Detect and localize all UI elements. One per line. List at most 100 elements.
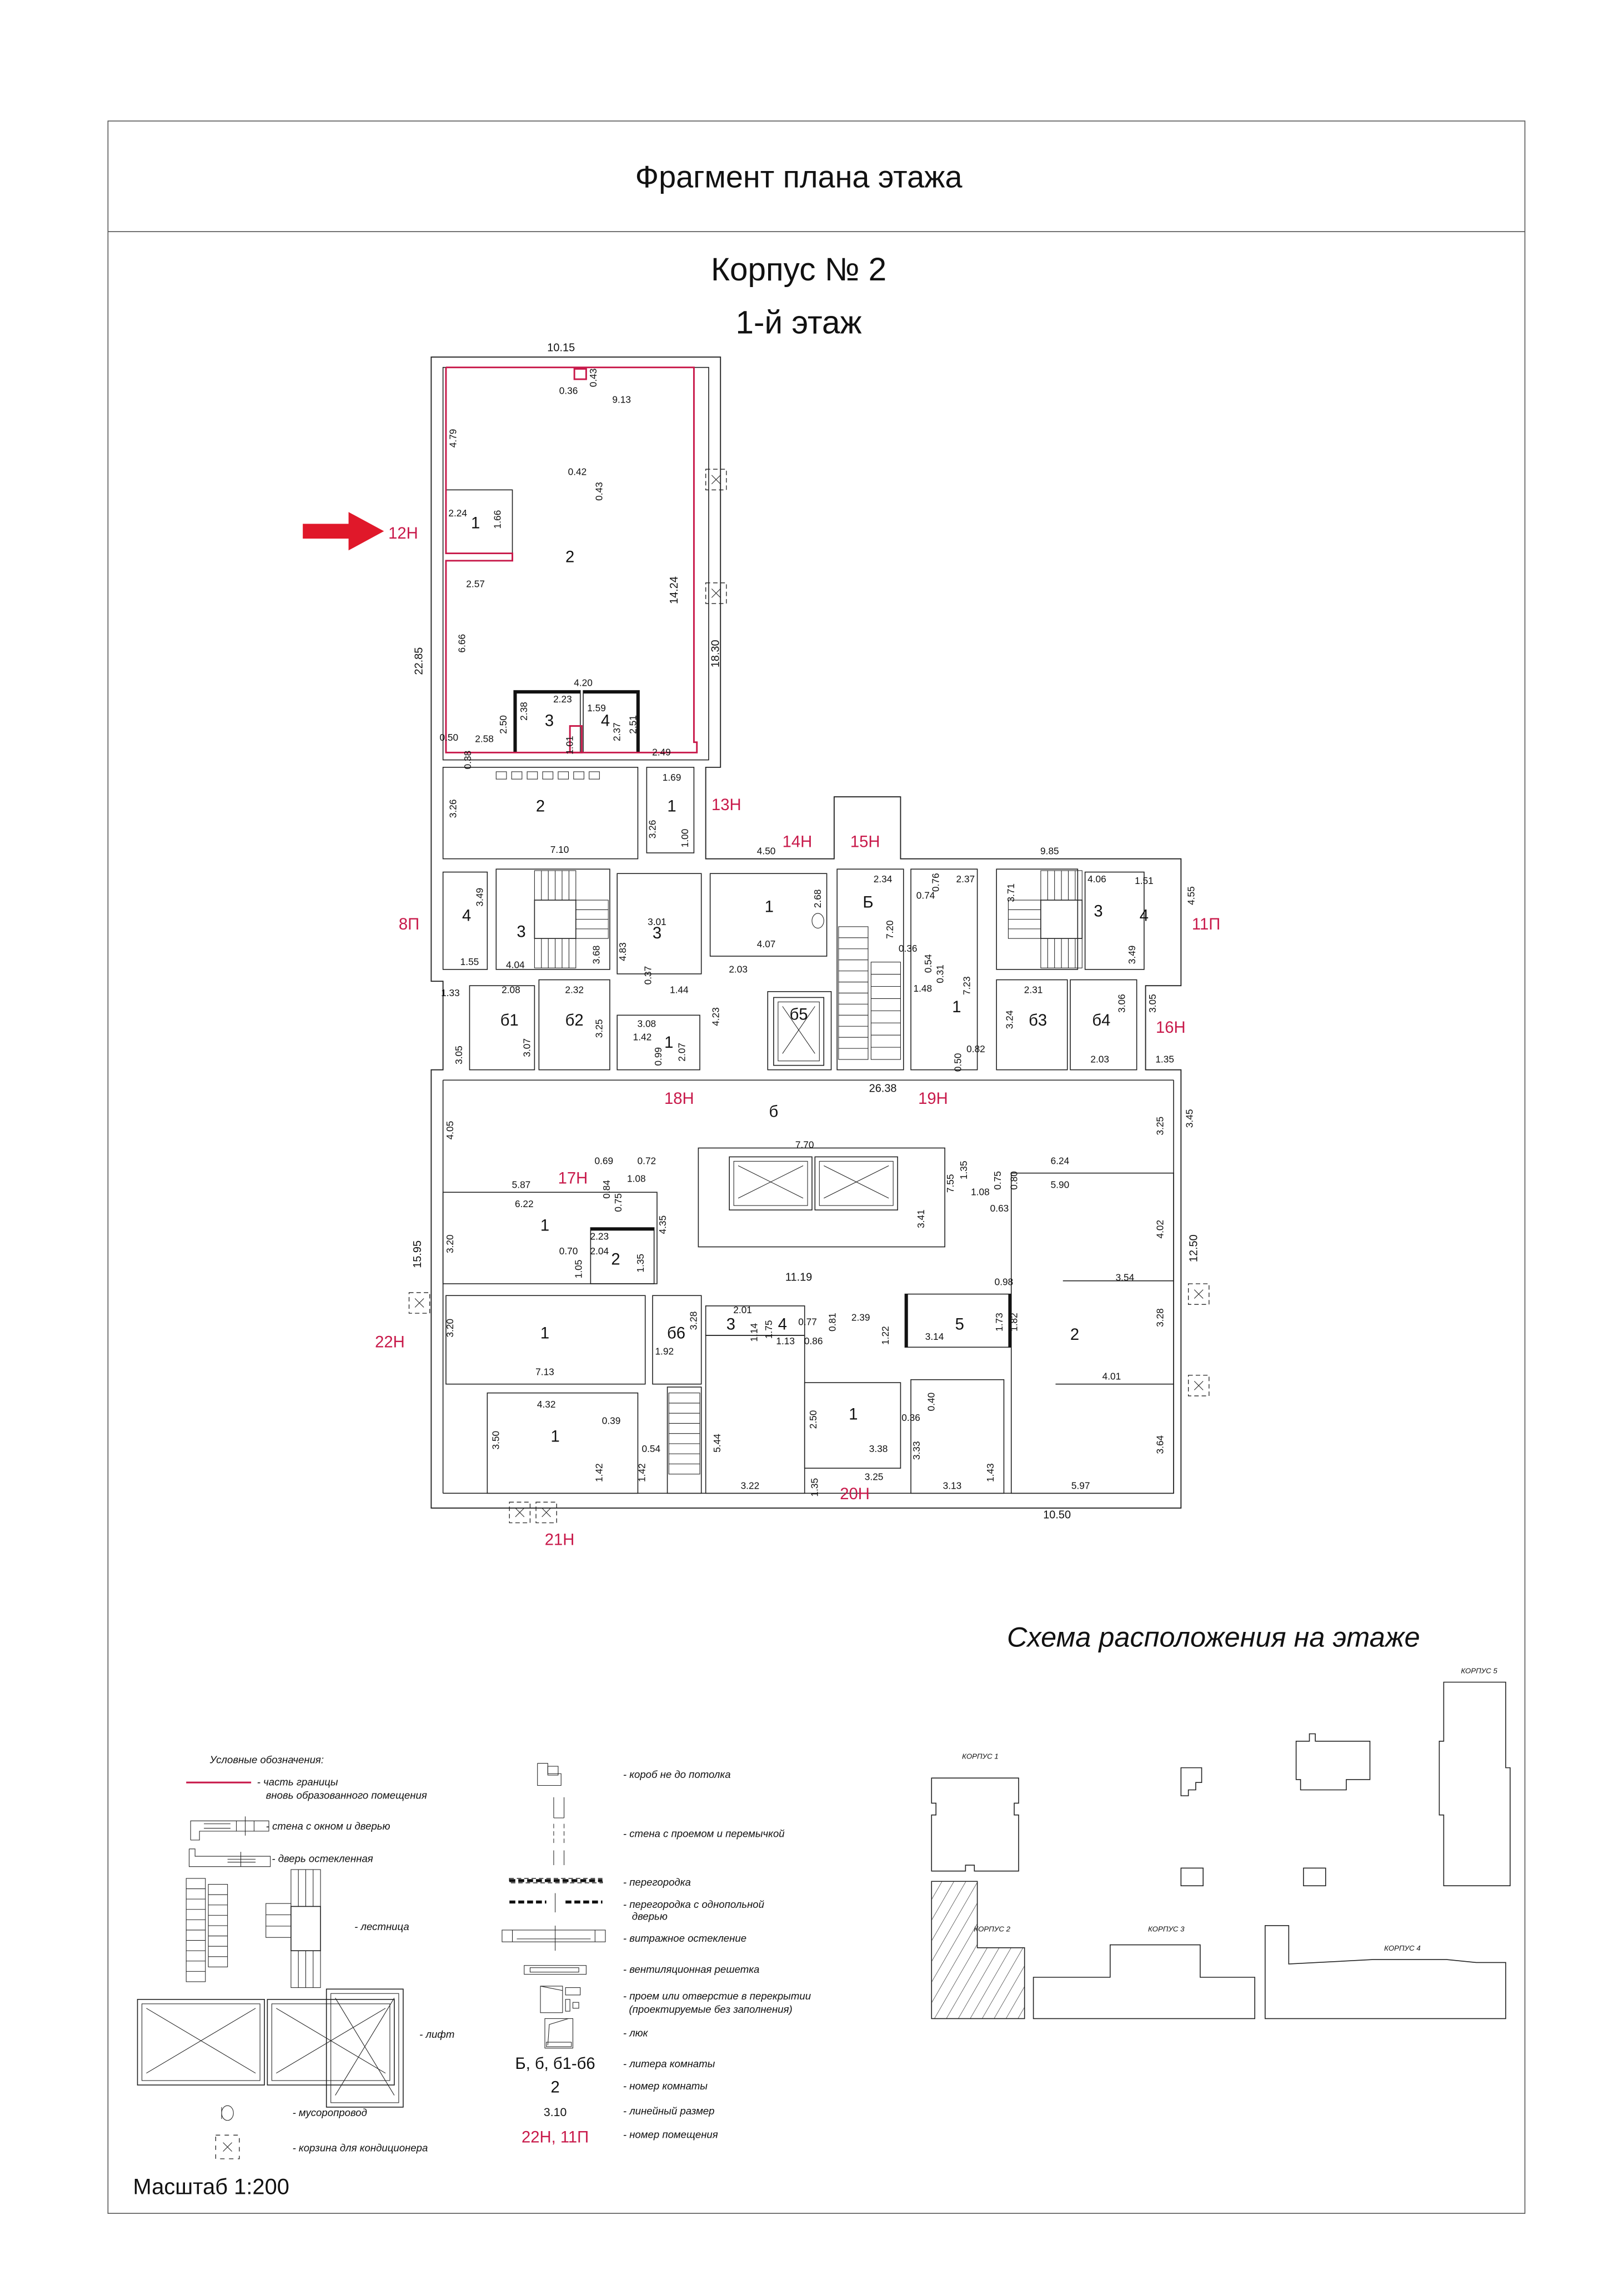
dimension-label: 3.06: [1116, 994, 1127, 1013]
dimension-label: 0.99: [653, 1047, 664, 1066]
lift-icon: [814, 1156, 898, 1210]
dimension-label: 0.77: [798, 1316, 817, 1327]
building-title: Корпус № 2: [711, 252, 886, 288]
dimension-label: 1.66: [492, 510, 503, 529]
room-number: б5: [790, 1006, 808, 1023]
location-schema: Схема расположения на этаже КОРПУС 1 КОР…: [931, 1621, 1511, 2019]
room-number: б1: [500, 1012, 519, 1029]
legend-label: - перегородка: [623, 1876, 691, 1888]
dimension-label: 1.42: [594, 1463, 605, 1482]
dimension-label: 1.75: [763, 1320, 774, 1339]
dimension-label: 2.38: [518, 702, 529, 721]
stair-landing: [1040, 900, 1083, 939]
ac-basket-icon: [1187, 1375, 1210, 1396]
legend-label: - проем или отверстие в перекрытии: [623, 1990, 811, 2002]
room-number: б2: [565, 1012, 584, 1029]
ac-basket-icon: [414, 1298, 424, 1308]
room-number: 4: [1140, 907, 1149, 925]
room-number: 1: [540, 1217, 549, 1234]
dimension-label: 1.82: [1008, 1313, 1019, 1332]
premises-number: 13Н: [711, 796, 741, 814]
ac-basket-icon: [515, 1508, 525, 1518]
dimension-label: 2.01: [733, 1304, 752, 1315]
legend-label: вновь образованного помещения: [266, 1789, 427, 1801]
room-outline: [996, 979, 1068, 1071]
lift-icon: [137, 1999, 265, 2086]
legend-label: - стена с окном и дверью: [266, 1820, 390, 1832]
new-premises-boundary-line: [445, 366, 698, 753]
dimension-label: 0.43: [594, 482, 605, 501]
dimension-label: 0.81: [827, 1313, 838, 1332]
schema-structure: [1180, 1867, 1204, 1887]
sheet-title: Фрагмент плана этажа: [635, 159, 963, 194]
lift-icon: [738, 1165, 804, 1199]
partition: [514, 690, 580, 694]
dimension-label: 1.00: [679, 829, 690, 848]
room-outline: [616, 873, 702, 974]
dimension-label: 3.28: [688, 1312, 699, 1330]
room-number: 1: [667, 798, 676, 816]
room-number: 3: [517, 923, 525, 941]
dimension-label: 0.31: [935, 964, 946, 983]
dimension-label: 2.03: [729, 963, 748, 974]
dimension-label: 0.37: [642, 966, 653, 985]
dimension-label: 9.85: [1040, 846, 1059, 857]
dimension-label: 1.43: [985, 1463, 996, 1482]
room-outline: [910, 1379, 1005, 1494]
ventilation-grille-icon: [589, 771, 600, 780]
dimension-label: 1.13: [776, 1335, 795, 1347]
dimension-label: 0.98: [995, 1277, 1014, 1288]
dimension-label: 5.44: [711, 1434, 723, 1453]
dimension-label: 3.26: [646, 820, 658, 839]
room-number: 2: [565, 548, 574, 566]
dimension-label: 22.85: [413, 647, 425, 675]
legend-label: - литера комнаты: [623, 2058, 715, 2069]
dimension-label: 0.42: [568, 466, 587, 478]
room-number: Б: [863, 893, 873, 911]
dimension-label: 1.92: [655, 1346, 674, 1357]
premises-number: 20Н: [840, 1485, 870, 1503]
dimension-label: 0.36: [901, 1412, 920, 1423]
partition: [590, 1228, 654, 1231]
room-outline: [1070, 979, 1137, 1071]
dimension-label: 1.55: [460, 956, 479, 967]
room-number: 5: [955, 1315, 964, 1333]
dimension-label: 2.50: [808, 1410, 819, 1429]
dimension-label: 2.49: [652, 747, 671, 758]
dimension-label: 0.43: [588, 369, 599, 388]
hatch-symbol: [544, 2018, 574, 2049]
room-outline: [442, 871, 488, 970]
dimension-label: 7.55: [945, 1174, 956, 1193]
dimension-label: 1.73: [994, 1313, 1005, 1332]
room-outline: [442, 767, 639, 860]
room-number: 1: [952, 998, 961, 1016]
dimension-label: 3.07: [521, 1038, 532, 1057]
floor-opening-symbol: [540, 1986, 581, 2013]
dimension-label: 11.19: [785, 1272, 812, 1284]
dimension-label: 0.75: [613, 1193, 624, 1212]
dimension-label: 5.90: [1051, 1179, 1070, 1190]
lift-icon: [778, 1001, 820, 1062]
dimension-label: 4.06: [1087, 873, 1106, 885]
legend: Условные обозначения: - часть границы вн…: [133, 1754, 811, 2199]
new-premises-boundary-line: [573, 368, 587, 380]
dimension-label: 2.68: [812, 890, 823, 908]
new-premises-boundary: [445, 366, 698, 753]
plan-walls: [430, 356, 1182, 1509]
lift-symbol: [137, 1988, 404, 2108]
dimension-label: 2.51: [628, 715, 639, 734]
room-number: 1: [664, 1034, 673, 1052]
dimension-label: 9.13: [612, 394, 631, 405]
dimension-label: 2.58: [475, 733, 494, 745]
dimension-label: 0.38: [462, 751, 473, 770]
room-outline: [646, 767, 695, 853]
schema-building-1: [931, 1777, 1019, 1872]
legend-label: - мусоропровод: [293, 2107, 367, 2118]
dimension-label: 10.15: [547, 341, 575, 354]
legend-label: - номер помещения: [623, 2129, 718, 2141]
room-outline: [767, 991, 832, 1071]
dimension-label: 4.35: [657, 1215, 668, 1234]
scale-label: Масштаб 1:200: [133, 2175, 289, 2199]
dimension-label: 1.08: [627, 1173, 646, 1184]
